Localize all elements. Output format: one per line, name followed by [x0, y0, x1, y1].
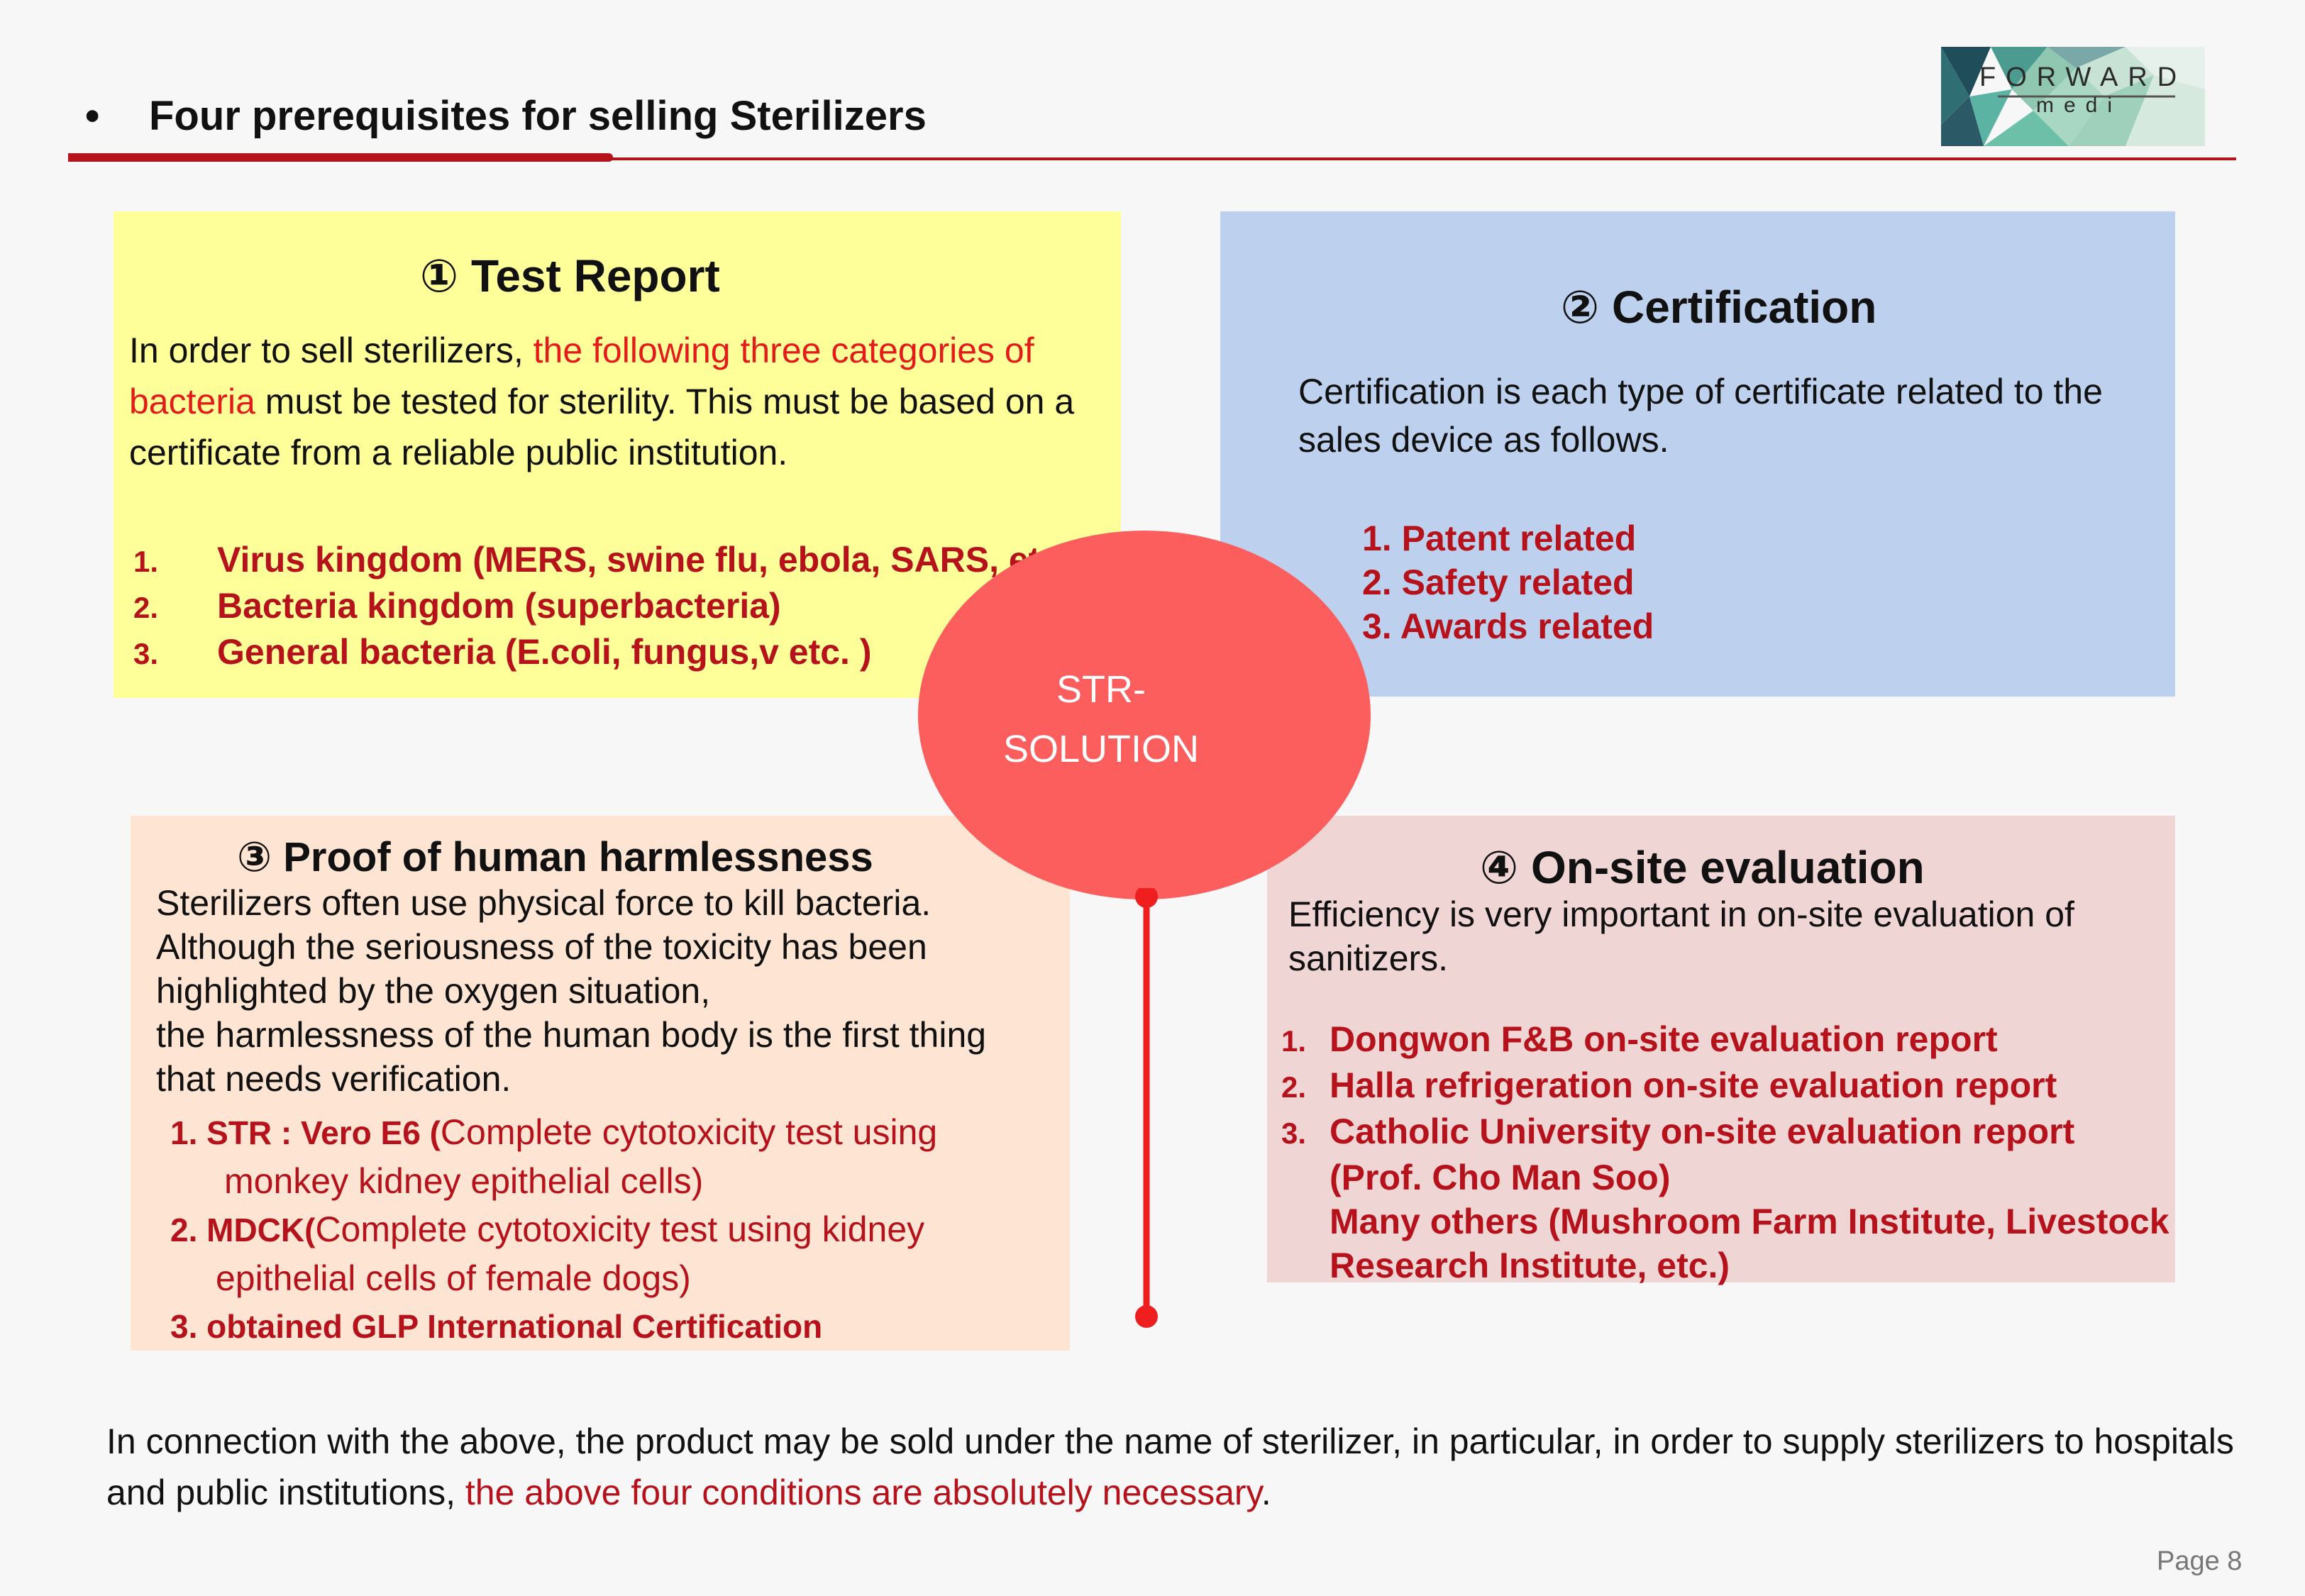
harmlessness-description: Sterilizers often use physical force to … [156, 883, 987, 1099]
list-item: 3.Catholic University on-site evaluation… [1281, 1112, 2075, 1151]
conclusion-highlight: the above four conditions are absolutely… [465, 1473, 1261, 1512]
test-report-text-1: In order to sell sterilizers, [129, 331, 534, 370]
list-item-continuation: epithelial cells of female dogs) [216, 1258, 691, 1298]
onsite-evaluation-description: Efficiency is very important in on-site … [1288, 894, 2074, 978]
onsite-evaluation-list: 1.Dongwon F&B on-site evaluation report … [1281, 1017, 2169, 1287]
list-item: 2. MDCK(Complete cytotoxicity test using… [170, 1209, 925, 1249]
header-divider [68, 157, 2236, 160]
list-item: 3. obtained GLP International Certificat… [170, 1308, 823, 1345]
list-item: 2. Safety related [1362, 563, 1635, 602]
str-solution-label: STR- SOLUTION [1002, 668, 1200, 770]
forward-medi-logo [1941, 47, 2205, 146]
slide-title-text: Four prerequisites for selling Sterilize… [149, 93, 927, 139]
conclusion-text: In connection with the above, the produc… [106, 1422, 2234, 1512]
slide-title: • Four prerequisites for selling Steriliz… [85, 92, 927, 140]
certification-card: ② Certification Certification is each ty… [1220, 211, 2175, 697]
certification-list: 1. Patent related 2. Safety related 3. A… [1362, 516, 1654, 648]
list-item-continuation: monkey kidney epithelial cells) [224, 1161, 704, 1201]
page-number: Page 8 [2157, 1546, 2243, 1576]
test-report-heading: ① Test Report [420, 250, 720, 301]
list-item: 2.Halla refrigeration on-site evaluation… [1281, 1065, 2057, 1105]
test-report-text-2: must be tested for sterility. This must … [129, 382, 1075, 472]
list-item-continuation: Many others (Mushroom Farm Institute, Li… [1330, 1202, 2169, 1241]
list-item-continuation: (Prof. Cho Man Soo) [1330, 1158, 1671, 1197]
header-divider-accent [68, 153, 613, 162]
certification-heading: ② Certification [1561, 282, 1877, 333]
bullet-icon: • [85, 93, 100, 139]
certification-description: Certification is each type of certificat… [1298, 372, 2103, 460]
connector-line [1135, 888, 1158, 1328]
list-item: 1.Virus kingdom (MERS, swine flu, ebola,… [133, 540, 1082, 580]
harmlessness-heading: ③ Proof of human harmlessness [237, 834, 873, 880]
str-solution-circle [918, 531, 1371, 899]
logo-wordmark: FORWARD [1979, 62, 2187, 92]
test-report-highlight: the following three categories of bacter… [129, 331, 1034, 421]
harmlessness-list: 1. STR : Vero E6 (Complete cytotoxicity … [170, 1108, 937, 1351]
list-item: 2.Bacteria kingdom (superbacteria) [133, 586, 781, 626]
list-item-continuation: Research Institute, etc.) [1330, 1246, 1730, 1285]
test-report-list: 1.Virus kingdom (MERS, swine flu, ebola,… [133, 538, 1082, 676]
list-item: 1. Patent related [1362, 519, 1637, 558]
test-report-description: In order to sell sterilizers, the follow… [129, 325, 1115, 478]
harmlessness-card: ③ Proof of human harmlessness Sterilizer… [131, 816, 1070, 1351]
onsite-evaluation-card: ④ On-site evaluation Efficiency is very … [1267, 816, 2175, 1285]
onsite-evaluation-heading: ④ On-site evaluation [1480, 842, 1925, 893]
list-item: 1.Dongwon F&B on-site evaluation report [1281, 1019, 1998, 1059]
list-item: 1. STR : Vero E6 (Complete cytotoxicity … [170, 1112, 938, 1152]
list-item: 3. Awards related [1362, 606, 1654, 646]
list-item: 3.General bacteria (E.coli, fungus,v etc… [133, 632, 872, 672]
logo-subtext: medi [2036, 94, 2123, 117]
